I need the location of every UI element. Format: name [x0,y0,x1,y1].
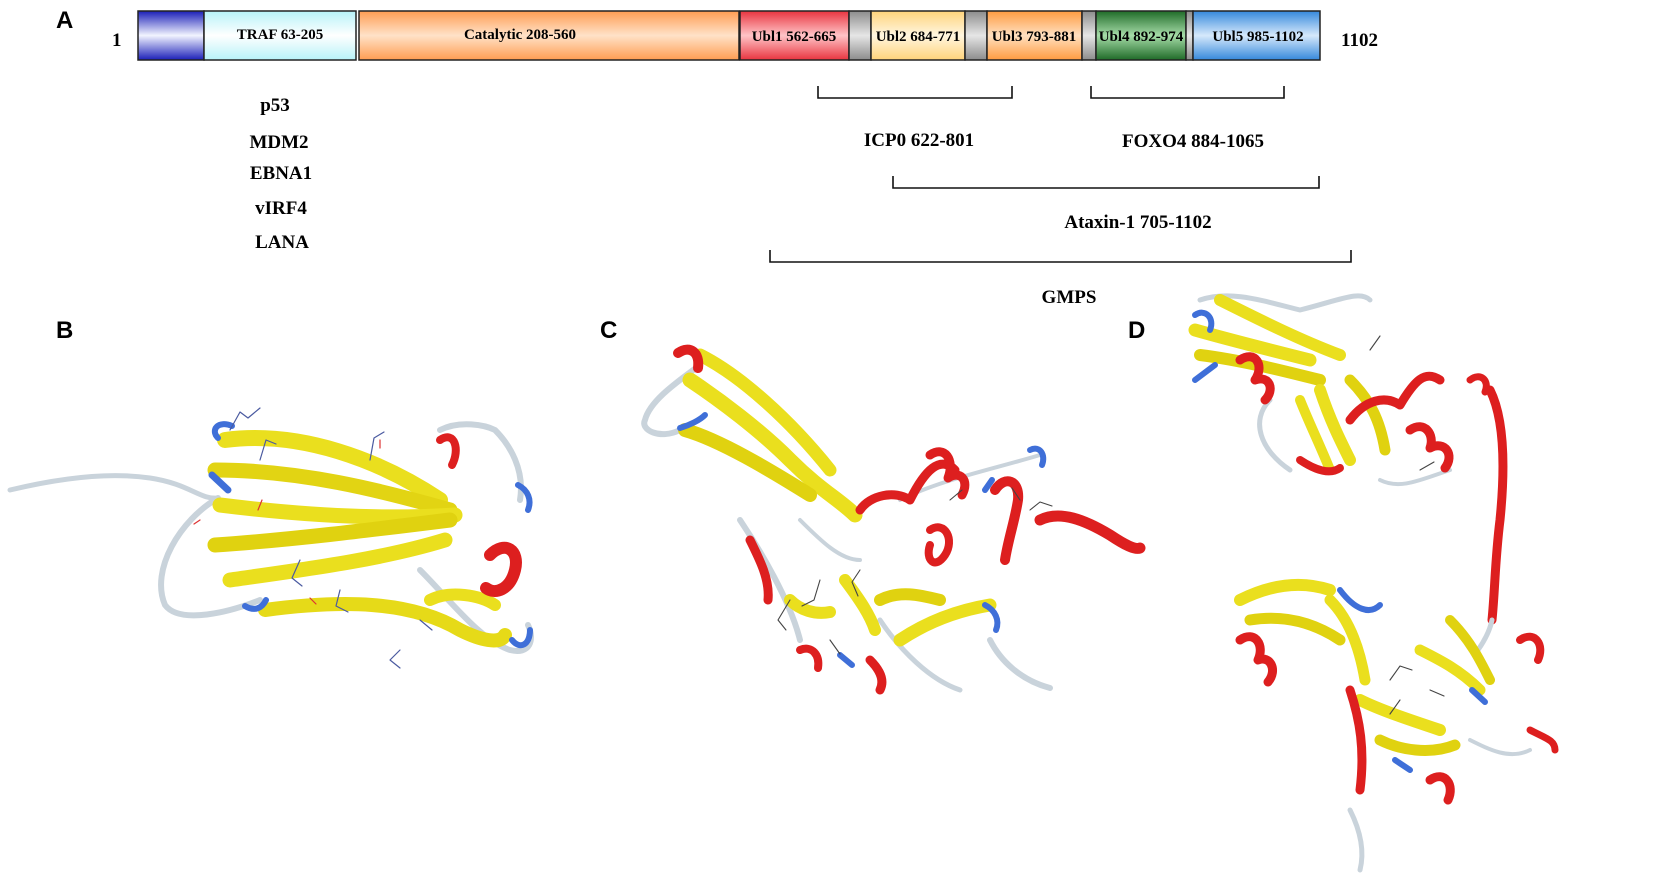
panel-letter-a: A [56,7,73,34]
label-icp0: ICP0 622-801 [864,130,974,151]
partner-lana: LANA [255,232,309,253]
domain-traf [203,10,357,61]
domain-ubl2 [870,10,966,61]
panel-letter-b: B [56,317,73,344]
interaction-brackets [769,86,1352,263]
panel-letter-d: D [1128,317,1145,344]
domain-ubl4 [1095,10,1187,61]
bracket-foxo4 [1090,86,1285,99]
bar-end-label: 1102 [1341,30,1378,51]
domain-ubl5 [1192,10,1321,61]
bracket-gmps [769,250,1352,263]
bracket-ataxin [892,176,1320,189]
bar-start-label: 1 [112,30,122,51]
label-ubl1: Ubl1 562-665 [752,29,837,45]
label-catalytic: Catalytic 208-560 [464,27,576,43]
domain-ubl3 [986,10,1083,61]
partner-ebna1: EBNA1 [250,163,312,184]
partner-p53: p53 [260,95,290,116]
linker-1 [848,10,872,61]
panel-letter-c: C [600,317,617,344]
label-gmps: GMPS [1042,287,1097,308]
domain-catalytic [358,10,740,61]
structure-b [7,407,534,669]
linker-2 [964,10,988,61]
partner-virf4: vIRF4 [255,198,307,219]
traf-partners: p53 MDM2 EBNA1 vIRF4 LANA [249,95,312,253]
label-ubl4: Ubl4 892-974 [1099,29,1184,45]
label-traf: TRAF 63-205 [237,27,324,43]
domain-nterm [137,10,205,61]
structure-c [641,344,1146,695]
domain-bar [137,10,1321,61]
label-ubl5: Ubl5 985-1102 [1212,29,1303,45]
structure-d [1188,293,1559,873]
label-foxo4: FOXO4 884-1065 [1122,131,1264,152]
linker-3 [1081,10,1097,61]
label-ubl2: Ubl2 684-771 [876,29,961,45]
label-ataxin: Ataxin-1 705-1102 [1064,212,1211,233]
bracket-icp0 [817,86,1013,99]
linker-4 [1185,10,1194,61]
partner-mdm2: MDM2 [249,132,308,153]
label-ubl3: Ubl3 793-881 [992,29,1077,45]
